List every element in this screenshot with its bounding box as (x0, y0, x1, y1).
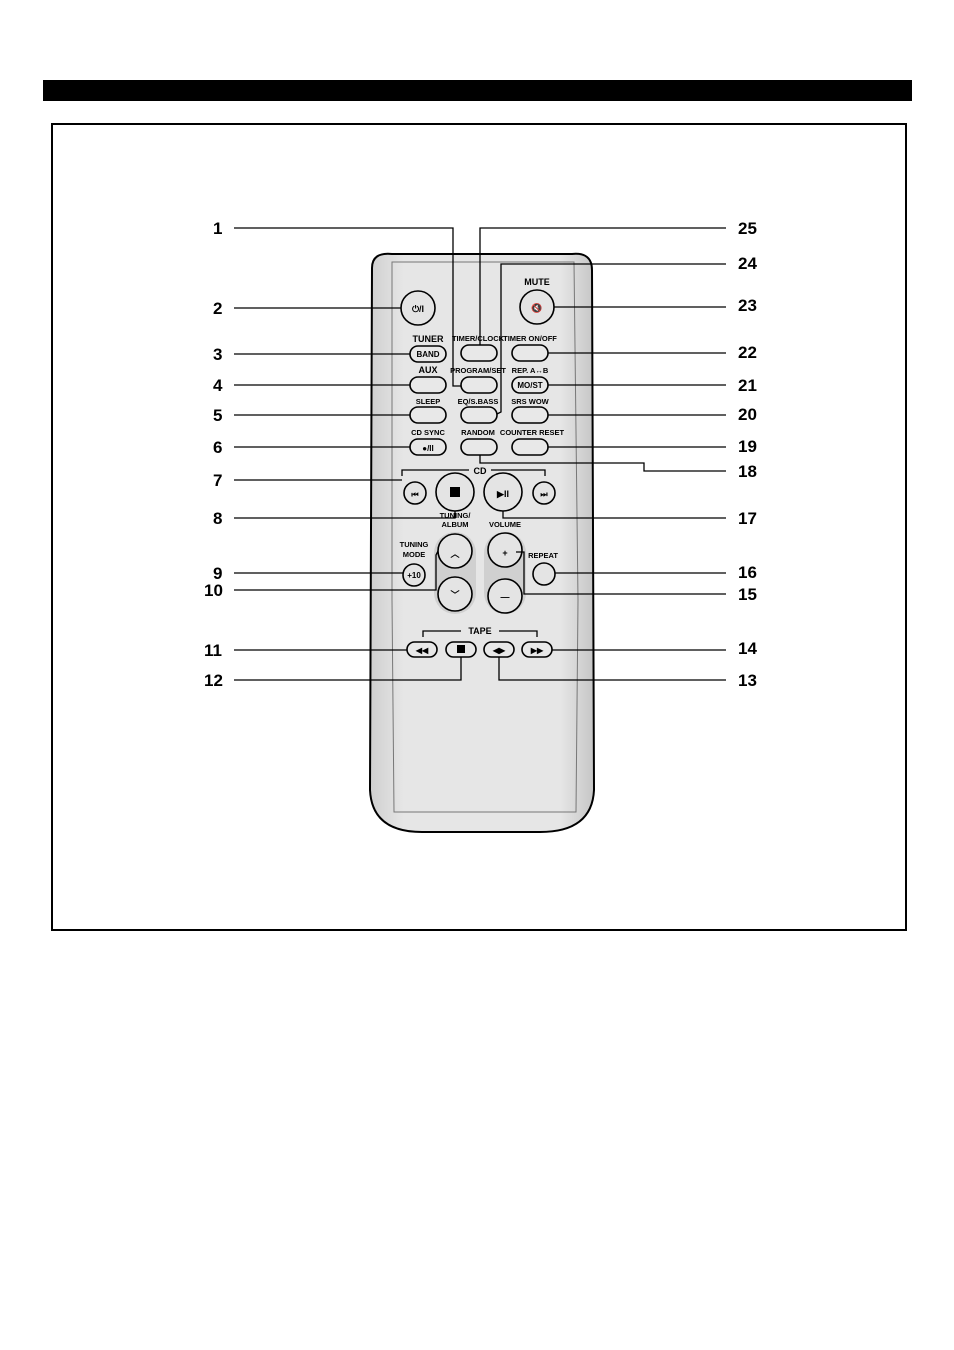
power-icon: ⏻/I (412, 304, 424, 314)
skip-back-icon: ⏮ (411, 490, 418, 499)
skip-back-button[interactable]: ⏮ (404, 482, 426, 504)
tuning-album-label-2: ALBUM (441, 520, 468, 529)
chevron-up-icon: ︿ (450, 549, 459, 559)
callout-14: 14 (738, 639, 757, 658)
repeat-button[interactable] (533, 563, 555, 585)
callout-25: 25 (738, 219, 757, 238)
rep-ab-label: REP. A↔B (512, 366, 549, 375)
tape-label: TAPE (468, 626, 491, 636)
program-set-button[interactable] (461, 377, 497, 393)
callout-8: 8 (213, 509, 222, 528)
eq-sbass-button[interactable] (461, 407, 497, 423)
callout-21: 21 (738, 376, 757, 395)
program-set-label: PROGRAM/SET (450, 366, 506, 375)
counter-reset-button[interactable] (512, 439, 548, 455)
callout-1: 1 (213, 219, 222, 238)
skip-forward-icon: ⏭ (540, 490, 548, 499)
tuning-up-button[interactable]: ︿ (438, 534, 472, 568)
sleep-button[interactable] (410, 407, 446, 423)
tuning-mode-label-1: TUNING (400, 540, 429, 549)
tape-stop-icon (457, 645, 465, 653)
volume-up-button[interactable]: + (488, 533, 522, 567)
band-label: BAND (416, 350, 439, 359)
callout-16: 16 (738, 563, 757, 582)
callout-10: 10 (204, 581, 223, 600)
play-pause-button[interactable]: ▶II (484, 473, 522, 511)
play-pause-icon: ▶II (496, 489, 509, 499)
callout-17: 17 (738, 509, 757, 528)
timer-onoff-button[interactable] (512, 345, 548, 361)
callout-2: 2 (213, 299, 222, 318)
callout-5: 5 (213, 406, 222, 425)
plus10-label: +10 (407, 571, 421, 580)
volume-label: VOLUME (489, 520, 521, 529)
callout-11: 11 (204, 641, 222, 660)
callout-23: 23 (738, 296, 757, 315)
power-button[interactable]: ⏻/I (401, 291, 435, 325)
minus-icon: — (501, 592, 510, 602)
callout-15: 15 (738, 585, 757, 604)
callout-4: 4 (213, 376, 223, 395)
aux-label: AUX (418, 365, 437, 375)
cd-label: CD (474, 466, 487, 476)
callout-18: 18 (738, 462, 757, 481)
record-pause-icon: ●/II (422, 444, 434, 453)
srs-wow-button[interactable] (512, 407, 548, 423)
callout-22: 22 (738, 343, 757, 362)
callout-19: 19 (738, 437, 757, 456)
mute-label: MUTE (524, 277, 550, 287)
counter-reset-label: COUNTER RESET (500, 428, 565, 437)
plus-icon: + (502, 548, 507, 558)
eq-sbass-label: EQ/S.BASS (458, 397, 499, 406)
timer-onoff-label: TIMER ON/OFF (503, 334, 557, 343)
callout-13: 13 (738, 671, 757, 690)
callout-3: 3 (213, 345, 222, 364)
tape-stop-button[interactable] (446, 642, 476, 657)
mo-st-label: MO/ST (517, 381, 542, 390)
cd-stop-button[interactable] (436, 473, 474, 511)
cd-sync-label: CD SYNC (411, 428, 445, 437)
tuning-mode-label-2: MODE (403, 550, 426, 559)
callout-7: 7 (213, 471, 222, 490)
mute-button[interactable]: 🔇 (520, 290, 554, 324)
fast-forward-button[interactable]: ▶▶ (522, 642, 552, 657)
repeat-label: REPEAT (528, 551, 558, 560)
play-direction-icon: ◀▶ (492, 646, 506, 655)
tuner-label: TUNER (413, 334, 444, 344)
chevron-down-icon: ﹀ (450, 589, 459, 600)
rewind-icon: ◀◀ (415, 646, 429, 655)
srs-wow-label: SRS WOW (511, 397, 549, 406)
mute-icon: 🔇 (531, 302, 542, 313)
callout-6: 6 (213, 438, 222, 457)
tape-play-button[interactable]: ◀▶ (484, 642, 514, 657)
volume-down-button[interactable]: — (488, 579, 522, 613)
timer-clock-button[interactable] (461, 345, 497, 361)
random-button[interactable] (461, 439, 497, 455)
rewind-button[interactable]: ◀◀ (407, 642, 437, 657)
callout-20: 20 (738, 405, 757, 424)
fast-forward-icon: ▶▶ (530, 646, 544, 655)
callout-24: 24 (738, 254, 757, 273)
random-label: RANDOM (461, 428, 495, 437)
sleep-label: SLEEP (416, 397, 441, 406)
tuning-down-button[interactable]: ﹀ (438, 577, 472, 611)
plus10-button[interactable]: +10 (403, 564, 425, 586)
timer-clock-label: TIMER/CLOCK (452, 334, 505, 343)
aux-button[interactable] (410, 377, 446, 393)
skip-forward-button[interactable]: ⏭ (533, 482, 555, 504)
stop-icon (450, 487, 460, 497)
callout-12: 12 (204, 671, 223, 690)
